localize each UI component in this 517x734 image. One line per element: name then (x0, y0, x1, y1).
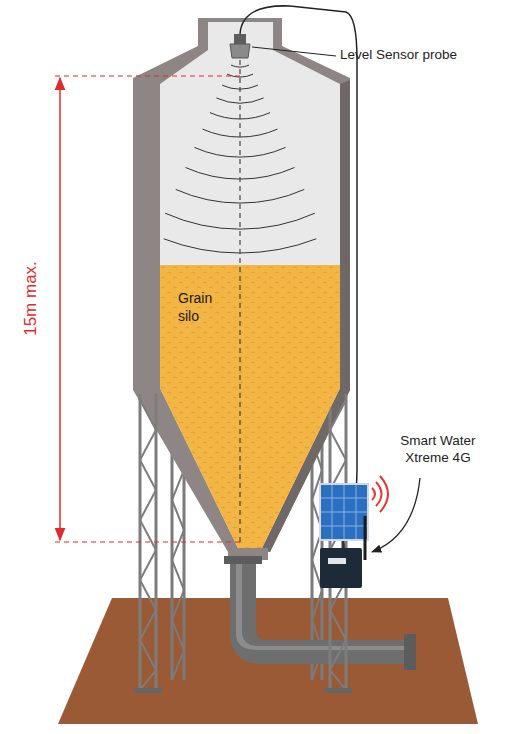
ground (58, 598, 478, 724)
leg-truss (330, 400, 346, 690)
grain-shape (160, 265, 340, 550)
leg-rail (183, 430, 186, 680)
leg-rail (155, 394, 158, 690)
sound-wave (227, 74, 253, 77)
device-logo (328, 558, 346, 564)
silo-outlet (228, 548, 268, 560)
leg-truss (172, 440, 184, 680)
pipe-highlight (236, 558, 408, 650)
sound-wave (216, 98, 263, 103)
cell-line (332, 485, 333, 539)
node-label: Grain silo (178, 289, 230, 325)
radio-wave (372, 488, 375, 500)
cell-line (321, 498, 367, 499)
leg-rail (171, 430, 174, 680)
leg-rail (329, 394, 332, 690)
solar-panel (320, 484, 368, 540)
cell-line (356, 485, 357, 539)
dimension-extension (55, 75, 244, 76)
leg-truss (312, 440, 322, 680)
radio-wave (376, 482, 382, 506)
sensor-probe-head (230, 44, 250, 58)
sound-waves (164, 65, 317, 253)
sound-wave (194, 147, 285, 157)
callout-label: Smart Water Xtreme 4G (386, 432, 490, 466)
silo-interior (160, 22, 340, 548)
sound-wave (222, 85, 258, 89)
sound-wave (203, 129, 278, 137)
grain-body (160, 265, 340, 548)
callout-arrow (372, 478, 420, 552)
dimension-label: 15m max. (22, 239, 39, 359)
dimension-extension (55, 541, 244, 542)
sound-wave (210, 113, 270, 119)
sensor-probe-body (234, 34, 246, 44)
pipe-flange (224, 556, 262, 564)
leg-foot (324, 688, 352, 693)
leg-rail (311, 430, 314, 680)
pipe-flange (404, 634, 416, 670)
radio-wave (380, 476, 388, 512)
sound-wave (165, 213, 315, 229)
dimension-arrow (59, 78, 61, 540)
leg-rail (345, 394, 348, 690)
leg-rail (321, 430, 324, 680)
antenna (364, 516, 367, 560)
center-line (239, 60, 240, 544)
radio-waves (372, 476, 388, 512)
outlet-pipe (224, 556, 416, 670)
panel-mount (342, 540, 345, 550)
leg-rail (139, 394, 142, 690)
cell-line (344, 485, 345, 539)
cell-line (321, 512, 367, 513)
silo-shell (133, 18, 350, 552)
leg-foot (134, 688, 162, 693)
leg-truss (140, 400, 156, 690)
grain-fill: Grain silo (160, 265, 340, 550)
sound-wave (231, 65, 249, 67)
sound-wave (186, 168, 295, 180)
sound-wave (164, 239, 317, 253)
leader-line (252, 47, 336, 56)
callout-label: Level Sensor probe (340, 46, 500, 63)
solar-cells (321, 485, 367, 539)
sound-wave (176, 189, 305, 203)
pipe-body (230, 558, 408, 664)
cell-line (321, 526, 367, 527)
monitor-device (320, 548, 362, 588)
